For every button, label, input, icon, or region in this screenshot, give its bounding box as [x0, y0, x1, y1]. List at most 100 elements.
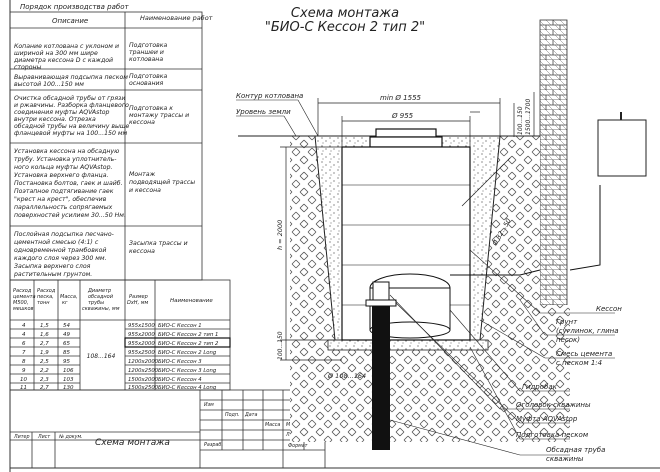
svg-text:1,6: 1,6: [40, 332, 49, 338]
svg-text:БИО-С Кессон 2 тип 1: БИО-С Кессон 2 тип 1: [158, 332, 218, 338]
stamp-cell: Изм: [204, 402, 214, 408]
svg-text:1,5: 1,5: [40, 323, 49, 329]
spec-head-sand-2: песка,: [37, 294, 54, 300]
svg-text:54: 54: [63, 323, 70, 329]
dim-depth-range: 1500...1700: [525, 99, 532, 135]
svg-text:95: 95: [63, 359, 70, 365]
svg-text:9: 9: [22, 368, 26, 374]
row3-name-2: монтажу трассы и: [129, 112, 189, 119]
stamp-cell: № докум.: [58, 434, 83, 440]
row3-desc-5: обсадной трубы на величину выше: [14, 122, 130, 130]
row1-desc-4: стороны: [14, 64, 42, 71]
svg-text:8: 8: [22, 359, 26, 365]
control-box: [597, 119, 647, 177]
svg-text:2,5: 2,5: [40, 359, 49, 365]
spec-row: 10 2,3 103 1500х2000 БИО-С Кессон 4: [20, 377, 202, 383]
caisson-hatch: [375, 128, 437, 138]
svg-text:БИО-С Кессон 2 Long: БИО-С Кессон 2 Long: [158, 350, 217, 356]
spec-head-size-2: DxH, мм: [127, 300, 149, 306]
svg-text:85: 85: [63, 350, 70, 356]
svg-text:1200х2000: 1200х2000: [128, 359, 159, 365]
spec-head-cement-2: цемента: [13, 294, 36, 300]
title-block: [9, 389, 326, 469]
row4-name-2: подводящей трассы: [129, 179, 195, 186]
spec-head-size-1: Размер: [129, 294, 148, 300]
row4-desc-2: трубу. Установка уплотнитель-: [14, 155, 117, 163]
svg-text:2,3: 2,3: [40, 377, 49, 383]
label-casing-1: Обсадная труба: [546, 446, 605, 454]
row1-name-2: траншеи и: [129, 49, 164, 56]
svg-text:БИО-С Кессон 3 Long: БИО-С Кессон 3 Long: [158, 368, 217, 374]
row5-name-2: кессона: [129, 248, 155, 255]
stamp-cell: Дата: [244, 412, 257, 418]
svg-text:6: 6: [22, 341, 26, 347]
svg-text:7: 7: [22, 350, 26, 356]
row5-desc-4: каждого слоя через 300 мм.: [14, 255, 107, 262]
spec-row: 11 2,7 130 1500х2500 БИО-С Кессон 4 Long: [20, 385, 217, 391]
svg-text:4: 4: [22, 332, 26, 338]
caisson-neck: [369, 136, 443, 148]
spec-head-sand-3: тонн: [37, 300, 50, 306]
row2-name-1: Подготовка: [129, 73, 168, 80]
drawing-subtitle: "БИО-С Кессон 2 тип 2": [264, 20, 426, 35]
svg-text:103: 103: [63, 377, 74, 383]
sand-bed: [327, 339, 489, 351]
row3-desc-6: фланцевой муфты на 100...150 мм: [14, 130, 128, 137]
svg-text:2,2: 2,2: [40, 368, 49, 374]
label-mix-2: с песком 1:4: [556, 359, 602, 367]
row2-desc-2: высотой 100...150 мм: [14, 81, 84, 88]
svg-text:65: 65: [63, 341, 70, 347]
work-order-table-text: Описание Наименование работ Копание котл…: [13, 14, 213, 278]
spec-head-diam-4: скважины, мм: [82, 306, 120, 312]
svg-text:49: 49: [63, 332, 70, 338]
spec-head-mass-2: кг: [62, 300, 68, 306]
row3-desc-2: и ржавчины. Разборка фланцевого: [14, 101, 129, 109]
header-name: Наименование работ: [140, 14, 213, 22]
row5-desc-1: Послойная подсыпка песчано-: [14, 231, 114, 238]
spec-row: 4 1,5 54 955х1500 БИО-С Кессон 1: [22, 323, 202, 329]
row2-name-2: основания: [129, 80, 164, 87]
spec-head-mass-1: Масса,: [60, 294, 78, 300]
spec-head-diam-2: обсадной: [88, 294, 114, 300]
row4-desc-9: поверхностей усилием 30...50 Нм.: [14, 212, 126, 219]
casing-pipe: [365, 281, 397, 450]
dim-bottom: 100...150: [277, 331, 284, 360]
spec-pipe-diameter: 108...164: [87, 353, 116, 360]
svg-text:10: 10: [20, 377, 27, 383]
header-description: Описание: [52, 17, 88, 25]
svg-text:БИО-С Кессон 4: БИО-С Кессон 4: [158, 377, 202, 383]
row4-desc-5: Постановка болтов, гаек и шайб.: [14, 179, 123, 187]
spec-row: 7 1,9 85 955х2500 БИО-С Кессон 2 Long: [22, 350, 217, 356]
svg-text:955х2000: 955х2000: [128, 341, 155, 347]
row1-desc-1: Копание котлована с уклоном и: [14, 43, 119, 50]
row5-desc-5: Засыпка верхнего слоя: [14, 263, 91, 270]
dim-height: h = 2000: [276, 220, 284, 250]
callout-leaders: [236, 99, 615, 456]
label-casing-2: скважины: [546, 455, 584, 463]
drawing-title: Схема монтажа: [290, 6, 400, 21]
row4-name-1: Монтаж: [129, 171, 156, 178]
svg-text:955х1500: 955х1500: [128, 323, 155, 329]
dim-caisson-diameter: Ø 955: [391, 112, 414, 120]
svg-text:11: 11: [20, 385, 27, 391]
row1-name-1: Подготовка: [129, 42, 168, 49]
stamp-cell: Лист: [37, 434, 50, 440]
svg-text:1500х2500: 1500х2500: [128, 385, 159, 391]
svg-text:955х2500: 955х2500: [128, 350, 155, 356]
label-soil-3: песок): [556, 336, 580, 344]
label-soil-2: (суглинок, глина: [556, 327, 619, 335]
label-soil-1: Грунт: [556, 318, 578, 326]
stamp-title: Схема монтажа: [95, 438, 170, 448]
svg-text:2,7: 2,7: [40, 341, 49, 347]
spec-table-text: Расход цемента М500, мешков Расход песка…: [13, 288, 231, 391]
spec-row: 9 2,2 106 1200х2500 БИО-С Кессон 3 Long: [22, 368, 217, 374]
svg-text:955х2000: 955х2000: [128, 332, 155, 338]
label-sand-prep: Подготовка песком: [516, 431, 589, 439]
spec-head-diam-3: трубы: [88, 300, 104, 306]
svg-text:4: 4: [22, 323, 26, 329]
row3-name-3: кессона: [129, 119, 155, 126]
spec-head-name: Наименование: [170, 298, 213, 304]
dim-top-right: 100...150: [517, 106, 524, 135]
label-hydro-tank: Гидробак: [522, 383, 558, 391]
row1-desc-3: диаметра кессона D с каждой: [13, 57, 113, 64]
